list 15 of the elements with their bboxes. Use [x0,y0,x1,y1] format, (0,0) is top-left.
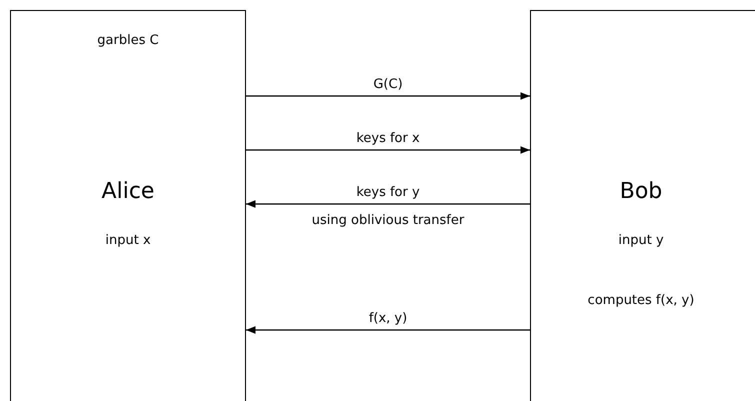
participant-box [10,10,246,401]
arrow [246,200,530,208]
participant-name: Bob [620,179,662,204]
arrow [246,146,530,154]
participant-box [530,10,755,401]
step-note: garbles C [97,33,159,48]
input-label: input y [618,233,664,248]
note: using oblivious transfer [310,213,466,228]
edge-label: f(x, y) [366,311,410,326]
edge-label: G(C) [371,77,405,92]
input-label: input x [105,233,151,248]
arrow [246,326,530,334]
participant-name: Alice [102,179,154,204]
step-note: computes f(x, y) [588,293,694,308]
arrow [246,92,530,100]
